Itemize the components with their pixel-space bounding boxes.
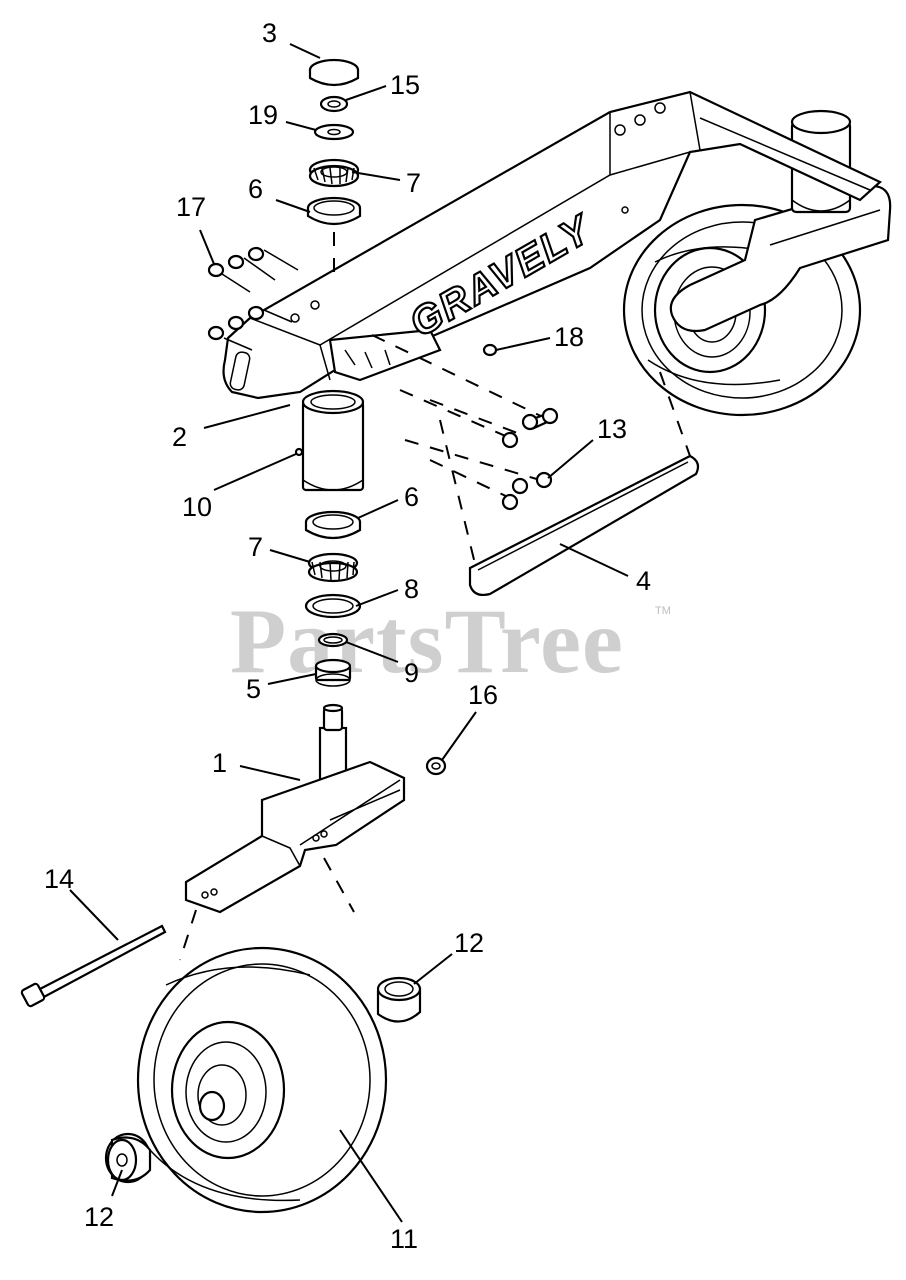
callout-4: 4 [636, 566, 651, 596]
callouts: 3 15 19 7 6 17 18 2 13 10 6 7 4 8 9 5 16… [44, 18, 651, 1254]
callout-16: 16 [468, 680, 498, 710]
bolts-13 [371, 334, 559, 511]
watermark: PartsTree TM [230, 590, 671, 692]
callout-11: 11 [390, 1224, 418, 1254]
callout-18: 18 [554, 322, 584, 352]
callout-14: 14 [44, 864, 74, 894]
leader-lines [69, 43, 629, 1223]
caster-frame: GRAVELY [222, 90, 892, 417]
callout-1: 1 [212, 748, 227, 778]
upper-bearing-stack [306, 58, 362, 280]
callout-15: 15 [390, 70, 420, 100]
watermark-text: PartsTree [230, 590, 624, 692]
bar-4 [439, 371, 700, 597]
callout-6b: 6 [404, 482, 419, 512]
pivot-tube [294, 389, 365, 492]
callout-3: 3 [262, 18, 277, 48]
callout-17: 17 [176, 192, 206, 222]
callout-12b: 12 [84, 1202, 114, 1232]
callout-10: 10 [182, 492, 212, 522]
callout-12: 12 [454, 928, 484, 958]
lower-bearing-stack [304, 510, 362, 687]
callout-5: 5 [246, 674, 261, 704]
nut-16 [425, 756, 447, 776]
callout-7: 7 [406, 168, 421, 198]
callout-8: 8 [404, 574, 419, 604]
callout-7b: 7 [248, 532, 263, 562]
nut-18 [482, 343, 498, 357]
callout-2: 2 [172, 422, 187, 452]
callout-6: 6 [248, 174, 263, 204]
caster-fork-1 [184, 703, 406, 914]
callout-13: 13 [597, 414, 627, 444]
spacer-12-left [104, 1132, 152, 1184]
axle-bolt-14 [20, 857, 355, 1008]
lower-wheel-11 [136, 946, 388, 1214]
spacer-12-right [376, 976, 422, 1023]
callout-9: 9 [404, 658, 419, 688]
watermark-trademark: TM [655, 605, 671, 617]
nuts-17 [207, 246, 299, 351]
callout-19: 19 [248, 100, 278, 130]
